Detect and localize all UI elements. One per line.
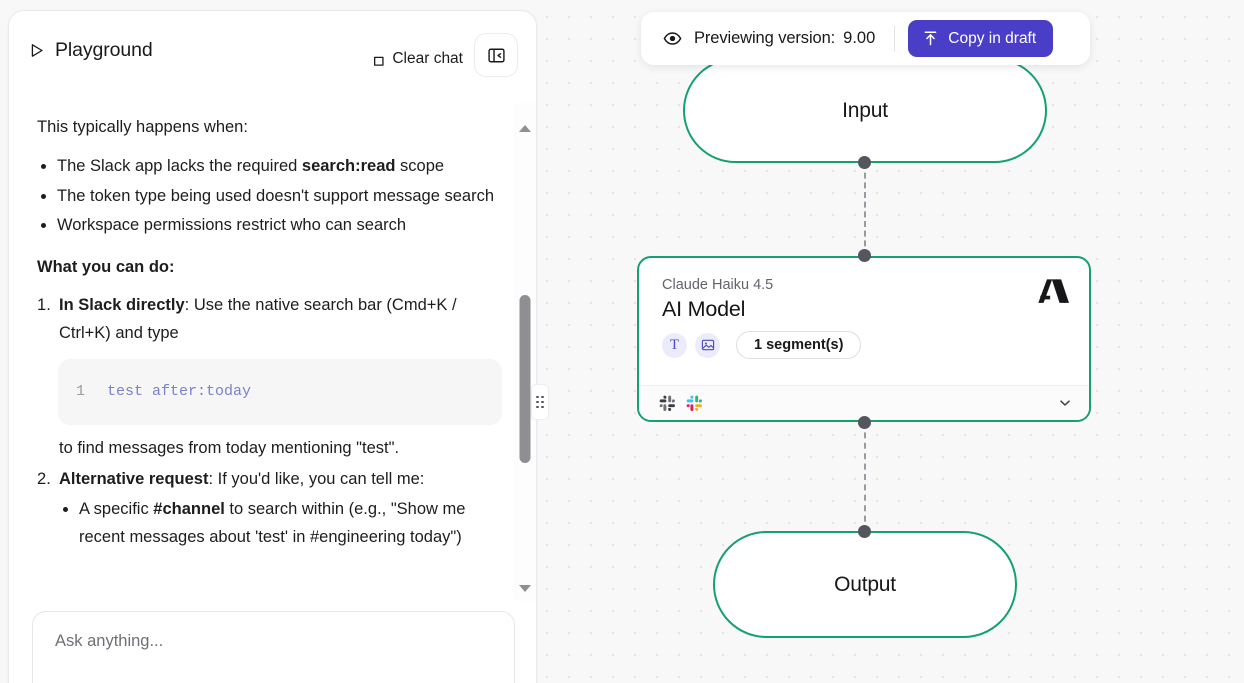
- banner-divider: [894, 25, 896, 52]
- code-content: test after:today: [107, 382, 252, 400]
- cause-text-pre: The Slack app lacks the required: [57, 157, 302, 176]
- eraser-icon: [374, 56, 384, 66]
- copy-in-draft-label: Copy in draft: [948, 29, 1037, 47]
- clear-chat-button[interactable]: Clear chat: [368, 46, 465, 72]
- list-item: In Slack directly: Use the native search…: [37, 291, 502, 463]
- segments-pill[interactable]: 1 segment(s): [736, 331, 862, 359]
- chat-scrollbar[interactable]: [514, 103, 536, 601]
- slack-icon-gray[interactable]: [659, 395, 676, 412]
- connector-dot-model-bottom[interactable]: [858, 416, 871, 429]
- panel-collapse-icon[interactable]: [474, 33, 518, 77]
- image-modality-icon: [695, 332, 720, 358]
- slack-icon-color[interactable]: [686, 395, 703, 412]
- upload-arrow-icon: [924, 31, 937, 46]
- preview-version-banner: Previewing version: 9.00 Copy in draft: [641, 12, 1090, 65]
- chevron-down-icon[interactable]: [1057, 395, 1073, 411]
- section-heading: What you can do:: [37, 257, 175, 276]
- sub-text-pre: A specific: [79, 499, 154, 518]
- message-composer[interactable]: Ask anything...: [32, 611, 515, 683]
- cause-text-bold: search:read: [301, 157, 396, 176]
- sub-text-bold: #channel: [153, 499, 225, 518]
- playground-panel: Playground Clear chat: [8, 10, 537, 683]
- model-badges: T 1 segment(s): [662, 331, 1067, 359]
- scrollbar-thumb[interactable]: [519, 295, 531, 463]
- node-output[interactable]: Output: [713, 531, 1017, 638]
- list-item: Workspace permissions restrict who can s…: [37, 211, 502, 239]
- code-line-number: 1: [76, 382, 86, 400]
- step-text: : Use the native search bar (Cmd+K / Ctr…: [59, 295, 457, 343]
- chat-lead-text: This typically happens when:: [37, 118, 248, 136]
- model-node-footer: [639, 385, 1089, 420]
- list-item: The Slack app lacks the required search:…: [37, 152, 502, 180]
- page-title: Playground: [55, 39, 153, 61]
- text-modality-glyph: T: [669, 336, 680, 353]
- text-modality-icon: T: [662, 332, 687, 358]
- step-trailing-text: to find messages from today mentioning "…: [59, 439, 400, 458]
- clear-chat-label: Clear chat: [392, 49, 463, 67]
- scroll-down-arrow-icon[interactable]: [519, 585, 531, 592]
- node-ai-model[interactable]: Claude Haiku 4.5 AI Model T 1 segment(s): [637, 256, 1091, 422]
- preview-version-value: 9.00: [843, 29, 876, 47]
- connector-dot-input-bottom[interactable]: [858, 156, 871, 169]
- cause-text-pre: The token type being used doesn't suppor…: [57, 186, 495, 205]
- node-input[interactable]: Input: [683, 58, 1047, 163]
- cause-list: The Slack app lacks the required search:…: [37, 152, 502, 239]
- code-block[interactable]: 1 test after:today: [58, 358, 502, 426]
- anthropic-logo: [1038, 279, 1069, 303]
- steps-list: In Slack directly: Use the native search…: [37, 291, 502, 552]
- model-title: AI Model: [662, 297, 746, 321]
- sub-text-post: to search within (e.g., "Show me recent …: [79, 499, 466, 547]
- cause-text-pre: Workspace permissions restrict who can s…: [57, 216, 407, 235]
- play-triangle-icon: [31, 44, 43, 57]
- model-node-body: Claude Haiku 4.5 AI Model T 1 segment(s): [639, 258, 1089, 385]
- edge-input-to-model: [864, 163, 866, 256]
- connector-dot-model-top[interactable]: [858, 249, 871, 262]
- cause-text-post: scope: [395, 157, 445, 176]
- preview-label: Previewing version:: [694, 29, 836, 47]
- node-output-label: Output: [834, 572, 896, 596]
- playground-header: Playground Clear chat: [9, 11, 536, 103]
- list-item: Alternative request: If you'd like, you …: [37, 465, 502, 552]
- scroll-up-arrow-icon[interactable]: [519, 125, 531, 132]
- edge-model-to-output: [864, 422, 866, 532]
- step-title: Alternative request: [59, 469, 209, 488]
- node-input-label: Input: [842, 98, 888, 122]
- list-item: The token type being used doesn't suppor…: [37, 182, 502, 210]
- playground-title-group: Playground: [30, 39, 153, 62]
- chat-transcript: This typically happens when: The Slack a…: [9, 103, 536, 601]
- connector-dot-output-top[interactable]: [858, 525, 871, 538]
- eye-icon: [663, 32, 682, 45]
- composer-placeholder: Ask anything...: [55, 632, 164, 650]
- drag-handle-dots-icon: [536, 395, 544, 409]
- panel-resize-handle[interactable]: [531, 384, 549, 420]
- step-title: In Slack directly: [59, 295, 185, 314]
- step-sub-list: A specific #channel to search within (e.…: [59, 495, 502, 552]
- model-subtitle: Claude Haiku 4.5: [662, 277, 774, 293]
- step-text: : If you'd like, you can tell me:: [208, 469, 425, 488]
- list-item: A specific #channel to search within (e.…: [59, 495, 502, 552]
- copy-in-draft-button[interactable]: Copy in draft: [908, 20, 1054, 57]
- playground-header-actions: Clear chat: [368, 33, 518, 77]
